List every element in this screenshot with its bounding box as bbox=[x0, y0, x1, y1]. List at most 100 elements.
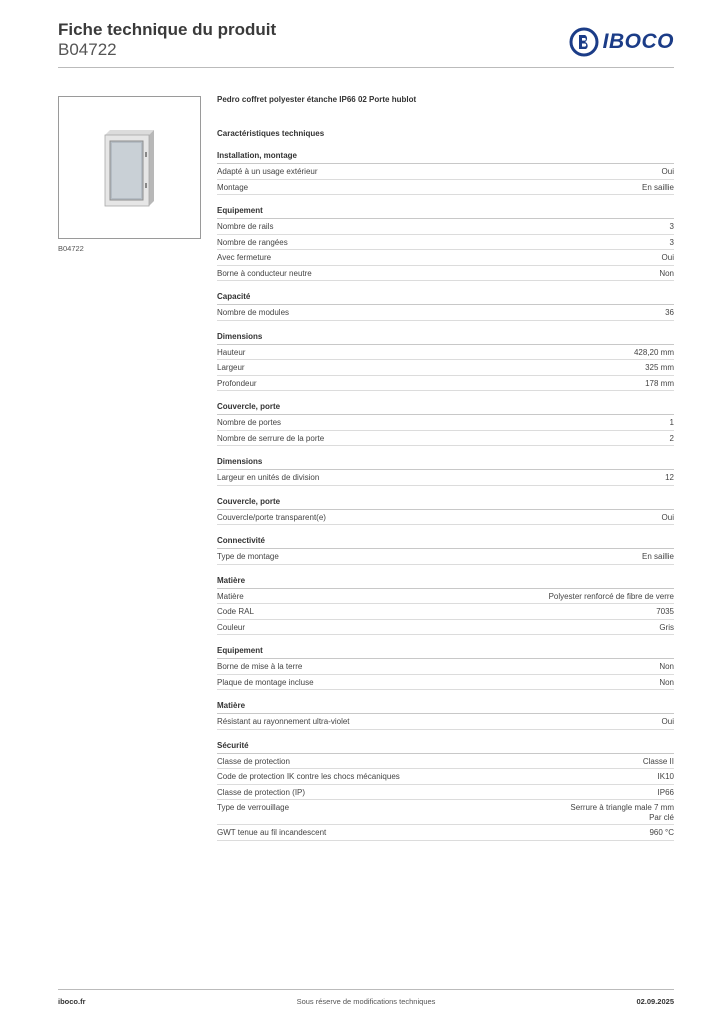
spec-label: Avec fermeture bbox=[217, 253, 272, 262]
logo-text: IBOCO bbox=[602, 30, 674, 53]
footer-website: iboco.fr bbox=[58, 997, 86, 1006]
spec-value: Oui bbox=[661, 253, 674, 262]
spec-value: Serrure à triangle male 7 mm Par clé bbox=[570, 803, 674, 822]
spec-label: Classe de protection bbox=[217, 756, 290, 766]
spec-row: Borne à conducteur neutre Non bbox=[217, 266, 674, 281]
spec-label: Nombre de serrure de la porte bbox=[217, 433, 325, 443]
spec-row: Hauteur 428,20 mm bbox=[217, 345, 674, 360]
spec-label: Largeur bbox=[217, 363, 245, 372]
spec-value: 1 bbox=[669, 418, 674, 427]
spec-row: Avec fermeture Oui bbox=[217, 250, 674, 266]
spec-value: Oui bbox=[661, 167, 674, 176]
section-title: Equipement bbox=[217, 646, 674, 659]
spec-value: Oui bbox=[661, 512, 674, 522]
spec-row: Plaque de montage incluse Non bbox=[217, 675, 674, 690]
spec-value: Non bbox=[659, 268, 674, 278]
spec-label: Nombre de modules bbox=[217, 308, 290, 317]
spec-row: Classe de protection Classe II bbox=[217, 754, 674, 769]
spec-value: 7035 bbox=[656, 607, 674, 616]
spec-row: Classe de protection (IP) IP66 bbox=[217, 785, 674, 800]
spec-row: Résistant au rayonnement ultra-violet Oui bbox=[217, 714, 674, 730]
spec-value: 428,20 mm bbox=[633, 347, 674, 357]
spec-value: Polyester renforcé de fibre de verre bbox=[548, 591, 674, 601]
spec-value: 2 bbox=[669, 433, 674, 443]
spec-row: Type de montage En saillie bbox=[217, 549, 674, 565]
section-title: Couvercle, porte bbox=[217, 402, 674, 415]
spec-label: Borne à conducteur neutre bbox=[217, 268, 312, 278]
spec-row: Borne de mise à la terre Non bbox=[217, 659, 674, 675]
spec-value: Classe II bbox=[642, 756, 674, 766]
spec-value: 12 bbox=[665, 473, 674, 482]
spec-label: Nombre de portes bbox=[217, 418, 282, 427]
section-title: Matière bbox=[217, 576, 674, 589]
spec-row: Couvercle/porte transparent(e) Oui bbox=[217, 510, 674, 525]
spec-label: Couleur bbox=[217, 622, 246, 632]
section-title: Couvercle, porte bbox=[217, 497, 674, 510]
spec-label: Hauteur bbox=[217, 347, 246, 357]
spec-label: Adapté à un usage extérieur bbox=[217, 167, 318, 176]
spec-value: Non bbox=[659, 662, 674, 671]
spec-row: Largeur 325 mm bbox=[217, 360, 674, 376]
spec-row: Nombre de modules 36 bbox=[217, 305, 674, 321]
footer-divider bbox=[58, 989, 674, 990]
spec-value: IK10 bbox=[657, 772, 674, 781]
footer-date: 02.09.2025 bbox=[636, 997, 674, 1006]
spec-label: Couvercle/porte transparent(e) bbox=[217, 512, 326, 522]
spec-label: Plaque de montage incluse bbox=[217, 677, 314, 687]
spec-label: Montage bbox=[217, 182, 249, 192]
spec-value: IP66 bbox=[657, 787, 674, 797]
spec-label: Résistant au rayonnement ultra-violet bbox=[217, 717, 350, 726]
spec-value: 960 °C bbox=[649, 828, 674, 837]
spec-row: Nombre de portes 1 bbox=[217, 415, 674, 431]
spec-label: Nombre de rails bbox=[217, 222, 274, 231]
spec-row: Largeur en unités de division 12 bbox=[217, 470, 674, 486]
iboco-logo-icon bbox=[569, 27, 599, 57]
spec-value: Non bbox=[659, 677, 674, 687]
spec-value: 3 bbox=[669, 237, 674, 247]
product-code: B04722 bbox=[58, 40, 117, 59]
spec-value: Oui bbox=[661, 717, 674, 726]
spec-row: Matière Polyester renforcé de fibre de ve… bbox=[217, 589, 674, 604]
spec-label: Code de protection IK contre les chocs m… bbox=[217, 772, 400, 781]
spec-label: Largeur en unités de division bbox=[217, 473, 320, 482]
spec-value: Gris bbox=[659, 622, 674, 632]
page-title: Fiche technique du produit bbox=[58, 20, 277, 39]
spec-row: Profondeur 178 mm bbox=[217, 376, 674, 391]
image-caption: B04722 bbox=[58, 244, 84, 253]
spec-heading: Caractéristiques techniques bbox=[217, 129, 325, 138]
spec-row: Couleur Gris bbox=[217, 620, 674, 635]
spec-label: Borne de mise à la terre bbox=[217, 662, 303, 671]
spec-label: Matière bbox=[217, 591, 244, 601]
spec-label: Classe de protection (IP) bbox=[217, 787, 306, 797]
spec-value: En saillie bbox=[641, 182, 674, 192]
section-title: Connectivité bbox=[217, 536, 674, 549]
spec-value: 178 mm bbox=[645, 378, 674, 388]
spec-label: Type de montage bbox=[217, 552, 279, 561]
spec-label: Nombre de rangées bbox=[217, 237, 288, 247]
spec-row: Code de protection IK contre les chocs m… bbox=[217, 769, 674, 785]
product-image-frame bbox=[58, 96, 201, 239]
page-header: Fiche technique du produit B04722 IBOCO bbox=[58, 20, 674, 70]
section-title: Dimensions bbox=[217, 457, 674, 470]
spec-value: 36 bbox=[665, 308, 674, 317]
spec-value: 325 mm bbox=[645, 363, 674, 372]
section-title: Matière bbox=[217, 701, 674, 714]
spec-label: Profondeur bbox=[217, 378, 257, 388]
header-divider bbox=[58, 67, 674, 68]
spec-value: En saillie bbox=[641, 552, 674, 561]
